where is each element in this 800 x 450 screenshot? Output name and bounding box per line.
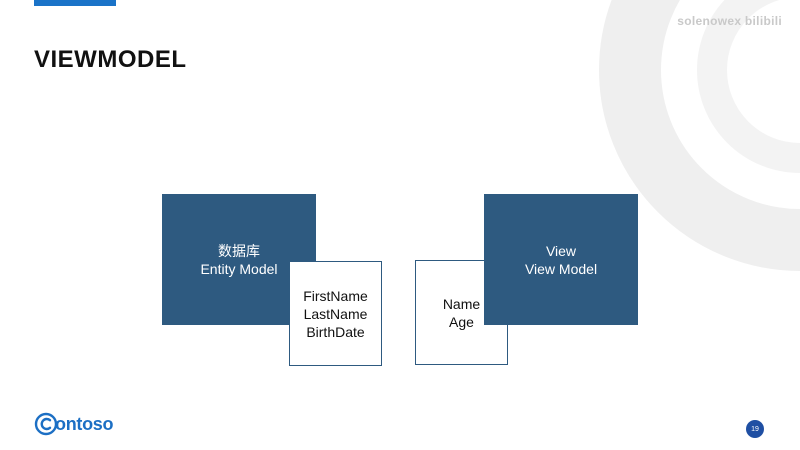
slide-title: VIEWMODEL [34,46,187,73]
field-firstname: FirstName [303,287,368,304]
entity-model-box-label: Entity Model [200,260,278,277]
entity-fields-box: FirstName LastName BirthDate [289,261,382,366]
view-model-box-label-top: View [545,242,577,259]
field-name: Name [442,295,481,312]
field-age: Age [449,313,474,330]
title-accent-bar [34,0,116,6]
watermark: solenowex bilibili [677,14,782,28]
entity-model-box-label-cn: 数据库 [218,242,260,259]
contoso-logo: ontoso [34,412,113,436]
view-model-box-label: View Model [524,260,598,277]
page-number-badge: 19 [746,420,764,438]
field-birthdate: BirthDate [306,323,365,340]
field-lastname: LastName [303,305,368,322]
contoso-logo-mark-icon [34,412,58,436]
view-model-box: View View Model [484,194,638,325]
contoso-logo-text: ontoso [55,413,114,434]
background-arc-decoration [599,0,800,271]
